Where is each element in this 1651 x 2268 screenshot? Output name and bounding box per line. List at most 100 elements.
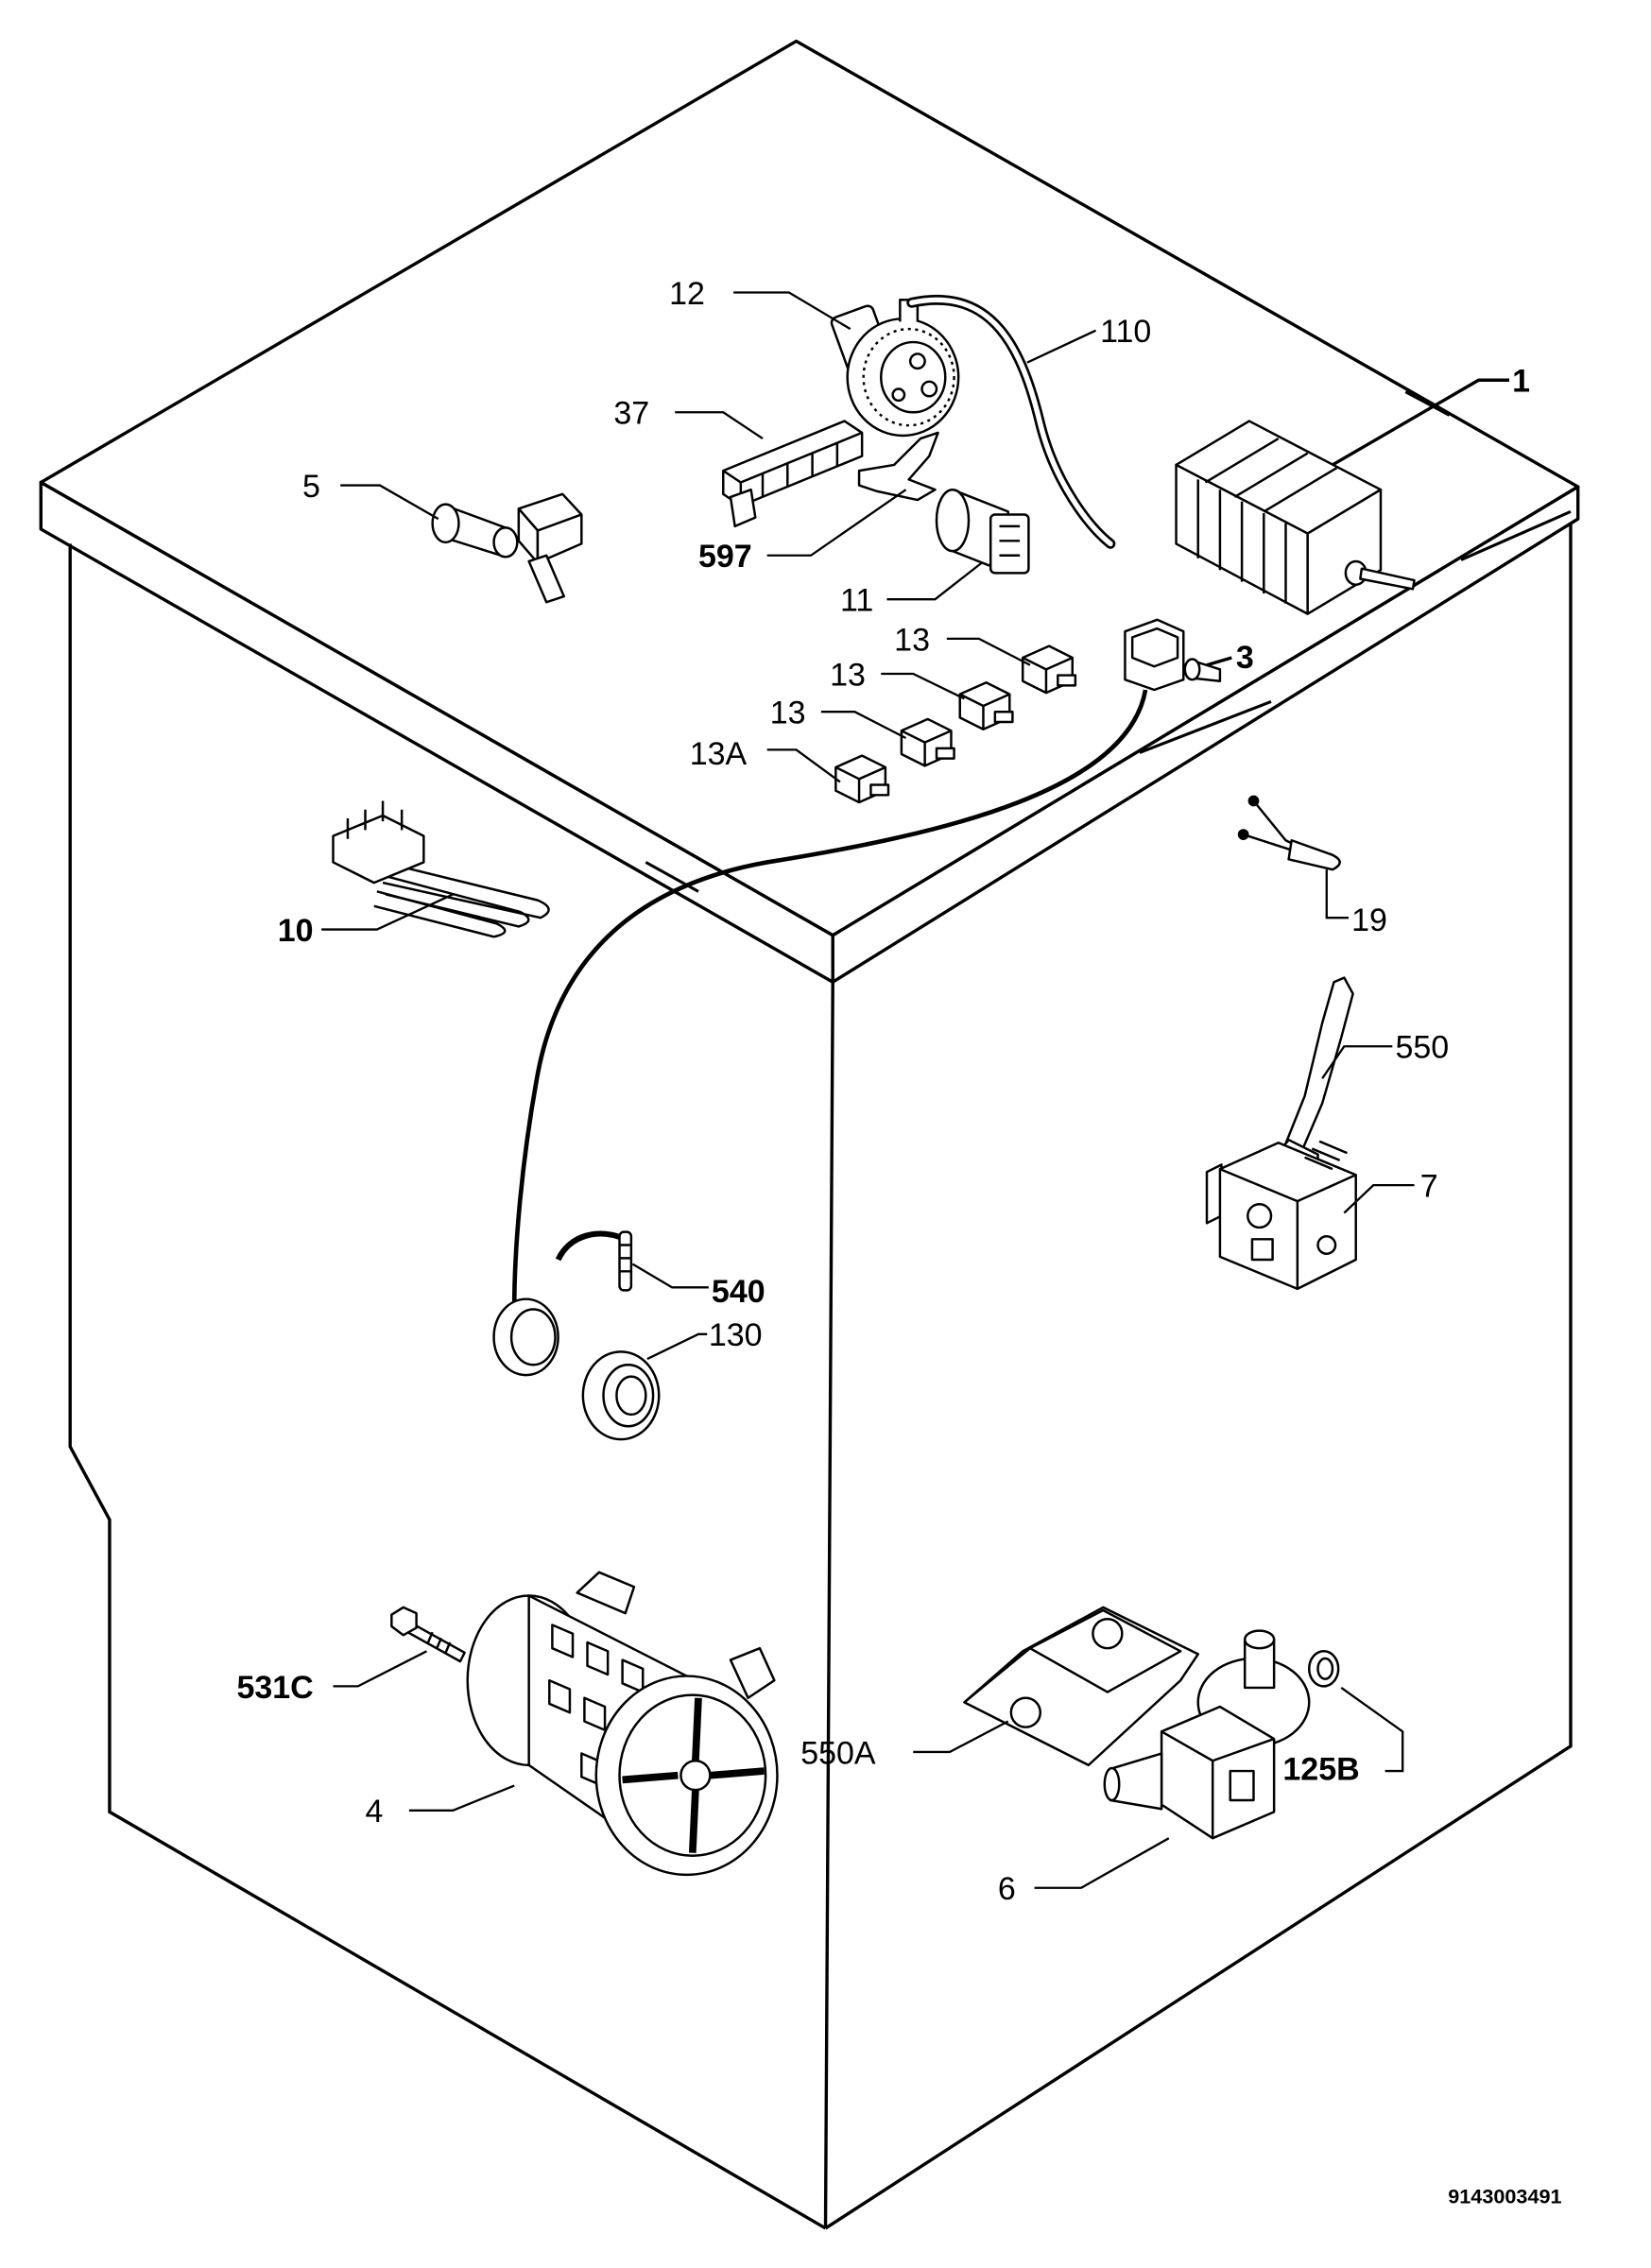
clip-540-bar bbox=[618, 1230, 633, 1292]
callout-13-middle: 13 bbox=[830, 657, 866, 693]
cabinet-inner-edges bbox=[645, 390, 1572, 893]
door-lock-window bbox=[1250, 1238, 1274, 1262]
switch-shaft-collar bbox=[1183, 658, 1201, 681]
callout-10: 10 bbox=[278, 913, 314, 949]
capacitor-pins bbox=[999, 524, 1021, 558]
part-110-hose bbox=[906, 294, 1116, 549]
cable-grommet bbox=[492, 1297, 559, 1377]
timer-shaft bbox=[1359, 567, 1416, 591]
bolt-head bbox=[390, 1606, 418, 1637]
callout-13-top: 13 bbox=[894, 622, 930, 658]
pressure-switch-terminal bbox=[891, 387, 906, 403]
callout-19: 19 bbox=[1351, 902, 1387, 938]
connector-pin bbox=[1057, 674, 1077, 687]
cover-top-face bbox=[1028, 1608, 1182, 1693]
motor-vent bbox=[548, 1678, 572, 1714]
leader-line-13a bbox=[766, 748, 841, 783]
callouts: 12 110 1 37 5 597 11 13 3 13 13 13A 10 1… bbox=[236, 276, 1561, 2208]
callout-540: 540 bbox=[712, 1274, 765, 1310]
leader-line-11 bbox=[886, 561, 983, 601]
part-550a-cover bbox=[963, 1606, 1199, 1767]
hose-inner bbox=[909, 297, 1113, 547]
callout-4: 4 bbox=[366, 1794, 384, 1830]
grommet-hole bbox=[615, 1375, 647, 1417]
terminal-block-slots bbox=[761, 442, 839, 497]
washer-inner bbox=[1316, 1657, 1334, 1680]
callout-37: 37 bbox=[613, 396, 649, 432]
part-130-grommet bbox=[581, 1350, 661, 1441]
cable-grommet-inner bbox=[509, 1308, 557, 1366]
capacitor-end bbox=[935, 488, 971, 553]
inner-edge-right-front bbox=[1139, 699, 1272, 754]
switch-face bbox=[1130, 627, 1179, 668]
part-11-capacitor bbox=[935, 488, 1030, 575]
leader-line-19 bbox=[1325, 869, 1349, 919]
door-lock-hole bbox=[1247, 1202, 1273, 1229]
leader-line-4 bbox=[408, 1784, 515, 1812]
leader-line-13-middle bbox=[881, 672, 965, 700]
capacitor-terminals bbox=[989, 513, 1030, 575]
leader-line-10 bbox=[321, 893, 454, 931]
part-19-sensor bbox=[1237, 795, 1341, 871]
pump-outlet-mouth bbox=[1103, 1766, 1121, 1802]
part-12-pressure-switch bbox=[830, 298, 960, 438]
leader-line-12 bbox=[733, 291, 851, 331]
leader-line-540 bbox=[631, 1263, 709, 1289]
connector-edge bbox=[959, 693, 1010, 708]
sensor-wire-end bbox=[1247, 795, 1260, 807]
heater-element-loop bbox=[382, 861, 550, 919]
leader-line-37 bbox=[675, 411, 764, 440]
door-lock-hole bbox=[1316, 1234, 1337, 1256]
pump-inlet-mouth bbox=[1243, 1629, 1276, 1650]
pump-terminal bbox=[1229, 1769, 1255, 1802]
connector-pin bbox=[869, 783, 890, 797]
leader-line-531c bbox=[333, 1650, 427, 1688]
valve-coil-right bbox=[536, 513, 583, 564]
timer-contacts bbox=[1196, 479, 1287, 604]
part-13-connector bbox=[900, 717, 955, 767]
motor-vent bbox=[551, 1624, 575, 1658]
part-13a-connector bbox=[834, 754, 890, 804]
inner-edge-left bbox=[645, 861, 699, 893]
callout-11: 11 bbox=[840, 583, 873, 619]
part-7-door-lock bbox=[1205, 1140, 1357, 1291]
callout-6: 6 bbox=[998, 1871, 1016, 1907]
callout-125b: 125B bbox=[1282, 1751, 1359, 1787]
leader-line-3 bbox=[1206, 656, 1232, 667]
door-lock-ridges bbox=[1304, 1140, 1348, 1171]
cover-keyhole bbox=[1092, 1618, 1124, 1650]
sensor-wire-end bbox=[1237, 829, 1249, 840]
leader-line-13-lower bbox=[820, 711, 907, 740]
part-6-pump bbox=[1103, 1629, 1311, 1840]
cabinet-left-side bbox=[68, 543, 827, 2230]
part-5-valve bbox=[431, 492, 583, 604]
motor-lug-top bbox=[576, 1571, 636, 1615]
timer-right-face bbox=[1306, 488, 1383, 615]
heater-element-loop bbox=[373, 890, 507, 938]
leader-line-597 bbox=[766, 489, 907, 557]
part-37-terminal-block bbox=[722, 420, 864, 528]
pressure-switch-face bbox=[880, 340, 947, 414]
part-10-heater bbox=[332, 800, 550, 938]
callout-13-lower: 13 bbox=[770, 696, 806, 731]
leader-line-1 bbox=[1332, 378, 1510, 467]
part-540-clip bbox=[555, 1230, 633, 1292]
leader-line-110 bbox=[1026, 329, 1097, 364]
part-531c-bolt bbox=[390, 1606, 466, 1663]
inner-edge-right bbox=[1460, 509, 1572, 561]
valve-collar bbox=[492, 526, 519, 558]
part-13-connector bbox=[958, 681, 1014, 730]
sensor-probe bbox=[1287, 839, 1341, 871]
callout-550a: 550A bbox=[800, 1735, 876, 1771]
motor-vent bbox=[586, 1641, 610, 1676]
leader-line-7 bbox=[1343, 1183, 1415, 1214]
callout-12: 12 bbox=[669, 276, 705, 312]
clip-540-wire bbox=[555, 1230, 627, 1262]
callout-597: 597 bbox=[698, 539, 752, 575]
callout-3: 3 bbox=[1236, 640, 1254, 676]
cover-hole bbox=[1009, 1696, 1042, 1728]
heater-element-loop bbox=[385, 875, 530, 928]
switch-cable bbox=[511, 689, 1148, 1308]
pressure-switch-terminal bbox=[908, 352, 926, 370]
cover-edges bbox=[963, 1647, 1031, 1704]
